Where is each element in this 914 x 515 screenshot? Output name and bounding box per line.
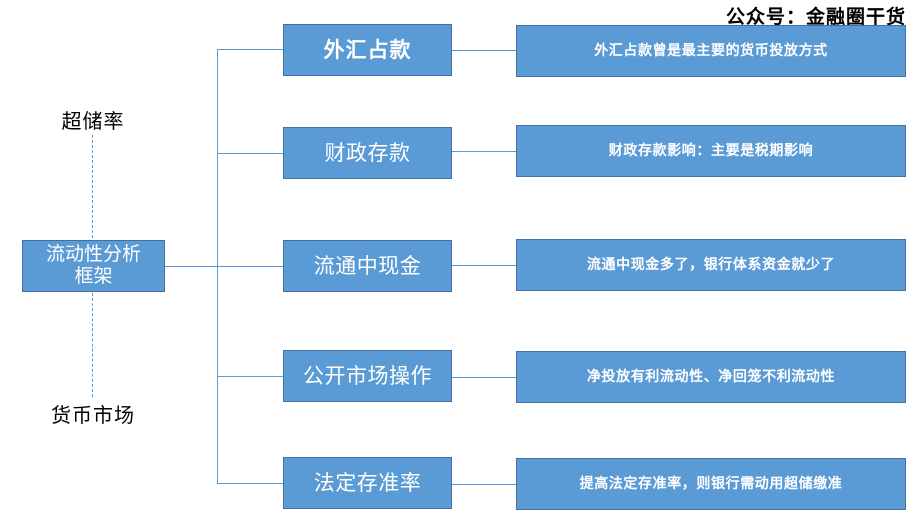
detail-node-2[interactable]: 财政存款影响：主要是税期影响 xyxy=(516,125,906,177)
connector-branch-3-to-detail-3 xyxy=(452,265,516,266)
branch-node-1[interactable]: 外汇占款 xyxy=(283,24,452,76)
branch-node-4-label: 公开市场操作 xyxy=(303,363,432,388)
axis-dotted-line-lower xyxy=(92,293,93,397)
connector-root-to-trunk xyxy=(165,266,217,267)
connector-branch-1-to-detail-1 xyxy=(452,50,516,51)
connector-branch-5-to-detail-5 xyxy=(452,484,516,485)
branch-node-4[interactable]: 公开市场操作 xyxy=(283,350,452,402)
root-node-liquidity-framework[interactable]: 流动性分析 框架 xyxy=(22,240,165,292)
detail-node-5-label: 提高法定存准率，则银行需动用超储缴准 xyxy=(579,475,843,492)
detail-node-4[interactable]: 净投放有利流动性、净回笼不利流动性 xyxy=(516,351,906,403)
connector-trunk-to-branch-3 xyxy=(217,266,283,267)
connector-trunk-to-branch-4 xyxy=(217,376,283,377)
detail-node-3-label: 流通中现金多了，银行体系资金就少了 xyxy=(586,256,836,273)
branch-node-3-label: 流通中现金 xyxy=(313,253,422,278)
branch-node-1-label: 外汇占款 xyxy=(323,37,412,62)
branch-node-5-label: 法定存准率 xyxy=(313,470,422,495)
axis-label-bottom: 货币市场 xyxy=(51,403,135,427)
connector-trunk-to-branch-2 xyxy=(217,153,283,154)
detail-node-5[interactable]: 提高法定存准率，则银行需动用超储缴准 xyxy=(516,458,906,510)
detail-node-1[interactable]: 外汇占款曾是最主要的货币投放方式 xyxy=(516,25,906,77)
branch-node-2[interactable]: 财政存款 xyxy=(283,127,452,179)
connector-branch-2-to-detail-2 xyxy=(452,151,516,152)
connector-trunk-to-branch-1 xyxy=(217,49,283,50)
connector-trunk-to-branch-5 xyxy=(217,483,283,484)
branch-node-3[interactable]: 流通中现金 xyxy=(283,240,452,292)
detail-node-4-label: 净投放有利流动性、净回笼不利流动性 xyxy=(586,368,836,385)
publisher-watermark: 公众号：金融圈干货 xyxy=(725,6,906,28)
detail-node-3[interactable]: 流通中现金多了，银行体系资金就少了 xyxy=(516,239,906,291)
connector-branch-4-to-detail-4 xyxy=(452,377,516,378)
root-node-label: 流动性分析 框架 xyxy=(45,243,141,287)
axis-dotted-line-upper xyxy=(92,135,93,238)
detail-node-2-label: 财政存款影响：主要是税期影响 xyxy=(608,142,814,159)
detail-node-1-label: 外汇占款曾是最主要的货币投放方式 xyxy=(594,42,828,59)
branch-node-2-label: 财政存款 xyxy=(324,140,411,165)
axis-label-top: 超储率 xyxy=(61,109,125,133)
branch-node-5[interactable]: 法定存准率 xyxy=(283,457,452,509)
